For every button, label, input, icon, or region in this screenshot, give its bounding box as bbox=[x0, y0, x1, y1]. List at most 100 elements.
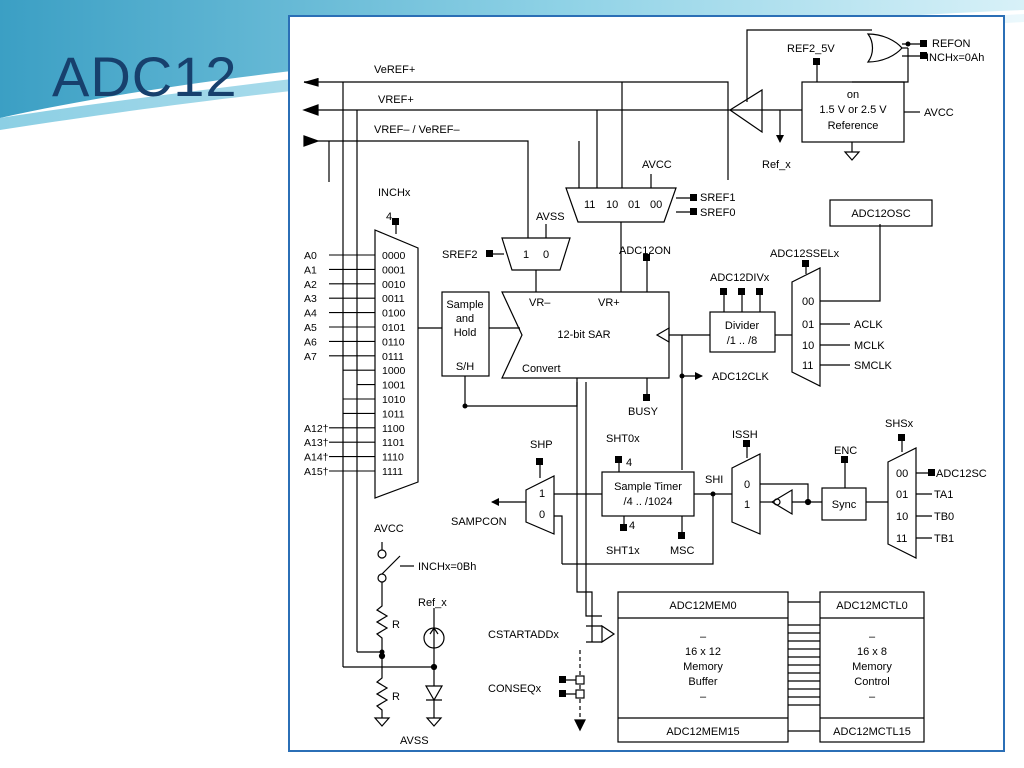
inverter bbox=[770, 488, 793, 516]
adc12sc-bit bbox=[928, 469, 935, 476]
resistor-bottom-label: R bbox=[392, 691, 400, 703]
adc12clk-label: ADC12CLK bbox=[712, 371, 770, 383]
sref2-mux-code-1: 1 bbox=[523, 249, 529, 261]
analog-input-mux bbox=[374, 229, 419, 499]
mem15-label: ADC12MEM15 bbox=[666, 726, 739, 738]
ref-x-label: Ref_x bbox=[762, 159, 791, 171]
refon-feed bbox=[746, 29, 872, 102]
vref-plus-line bbox=[302, 104, 762, 116]
channel-label-7: A7 bbox=[304, 351, 317, 363]
diode bbox=[424, 685, 444, 718]
shi-feedback bbox=[562, 494, 714, 565]
shsx-bit bbox=[898, 434, 905, 441]
clock-code-0: 00 bbox=[802, 296, 814, 308]
sref2-mux-code-0: 0 bbox=[543, 249, 549, 261]
sh-source-1: TA1 bbox=[934, 489, 953, 501]
mux-code-13: 1101 bbox=[382, 437, 405, 449]
ref-on-label: on bbox=[847, 89, 859, 101]
channel-label-2: A2 bbox=[304, 279, 317, 291]
sh-junction bbox=[462, 403, 468, 409]
vr-minus-label: VR– bbox=[529, 297, 551, 309]
samp-mux-code-0: 0 bbox=[539, 509, 545, 521]
sar-clock-input bbox=[655, 326, 670, 344]
divider-label: Divider bbox=[725, 320, 760, 332]
divider-select-lines bbox=[723, 292, 761, 312]
sh-code-3: 11 bbox=[896, 533, 907, 545]
clock-source-2: MCLK bbox=[854, 340, 885, 352]
sht0x-bits: 4 bbox=[626, 457, 632, 469]
sref-code-3: 00 bbox=[650, 199, 662, 211]
avcc-ref-label: AVCC bbox=[924, 107, 954, 119]
memory-bus-line bbox=[576, 382, 593, 642]
code-labels: 0000000100100011010001010110011110001001… bbox=[382, 250, 406, 478]
sref2-bit bbox=[486, 250, 493, 257]
refon-bit bbox=[920, 40, 927, 47]
cstartadd-arrow bbox=[586, 624, 616, 644]
shs-mux bbox=[887, 447, 917, 559]
mux-code-12: 1100 bbox=[382, 423, 405, 435]
adc12clk-junction bbox=[679, 373, 685, 379]
avss-bottom-label: AVSS bbox=[400, 735, 429, 747]
mux-code-11: 1011 bbox=[382, 408, 405, 420]
shp-bit bbox=[536, 458, 543, 465]
mux-code-3: 0011 bbox=[382, 293, 405, 305]
switch-pivot bbox=[377, 573, 387, 583]
enc-label: ENC bbox=[834, 445, 857, 457]
adc12-block-diagram: VeREF+ VREF+ VREF– / VeREF– REF2_5V REFO… bbox=[302, 29, 987, 747]
msc-label: MSC bbox=[670, 545, 695, 557]
inchx-label: INCHx bbox=[378, 187, 411, 199]
resistor-top bbox=[375, 582, 389, 656]
sh-source-0: ADC12SC bbox=[936, 468, 987, 480]
resistor-bottom bbox=[375, 656, 389, 718]
ref2-5v-bit bbox=[813, 58, 820, 65]
sht1x-bit bbox=[620, 524, 627, 531]
clock-code-3: 11 bbox=[802, 360, 813, 372]
channel-label-8: A12† bbox=[304, 423, 329, 435]
junction-sensor bbox=[430, 663, 438, 671]
inchx-0ah-label: INCHx=0Ah bbox=[926, 52, 984, 64]
issh-code-0: 0 bbox=[744, 479, 750, 491]
clock-source-3: SMCLK bbox=[854, 360, 893, 372]
ctl-body-line-4: – bbox=[869, 691, 876, 703]
issh-mux bbox=[731, 453, 761, 535]
adc12on-label: ADC12ON bbox=[619, 245, 671, 257]
shp-label: SHP bbox=[530, 439, 553, 451]
mem-body-line-1: 16 x 12 bbox=[685, 646, 721, 658]
clock-source-lines bbox=[820, 323, 850, 366]
ref-reference-label: Reference bbox=[828, 120, 879, 132]
mux-code-10: 1010 bbox=[382, 394, 406, 406]
slide-title: ADC12 bbox=[52, 45, 238, 108]
mux-bypass bbox=[554, 515, 563, 564]
sh-line-3: Hold bbox=[454, 327, 477, 339]
sht0x-bit bbox=[615, 456, 622, 463]
inverter-bubble bbox=[773, 498, 781, 506]
sref-select-lines bbox=[676, 197, 690, 213]
vref-minus-label: VREF– / VeREF– bbox=[374, 124, 460, 136]
or-gate bbox=[866, 33, 903, 63]
clock-code-1: 01 bbox=[802, 319, 814, 331]
channel-lines bbox=[329, 254, 375, 472]
refon-junction bbox=[905, 41, 911, 47]
veref-plus-label: VeREF+ bbox=[374, 64, 415, 76]
sref-code-0: 11 bbox=[584, 199, 595, 211]
sync-label: Sync bbox=[832, 499, 857, 511]
clock-select-mux bbox=[791, 267, 821, 387]
sht1x-label: SHT1x bbox=[606, 545, 640, 557]
memory-link-lines bbox=[788, 601, 820, 732]
or-inputs bbox=[902, 43, 920, 57]
ctl-body-line-2: Memory bbox=[852, 661, 892, 673]
clock-source-1: ACLK bbox=[854, 319, 883, 331]
sh-source-2: TB0 bbox=[934, 511, 954, 523]
sh-sh-label: S/H bbox=[456, 361, 474, 373]
sh-code-0: 00 bbox=[896, 468, 908, 480]
mctl15-label: ADC12MCTL15 bbox=[833, 726, 911, 738]
shi-junction bbox=[710, 491, 716, 497]
vref-minus-line bbox=[303, 135, 529, 238]
adc12div-bit-0 bbox=[756, 288, 763, 295]
current-arrow bbox=[429, 626, 439, 648]
header-wave bbox=[0, 0, 1024, 118]
mux-code-2: 0010 bbox=[382, 279, 406, 291]
